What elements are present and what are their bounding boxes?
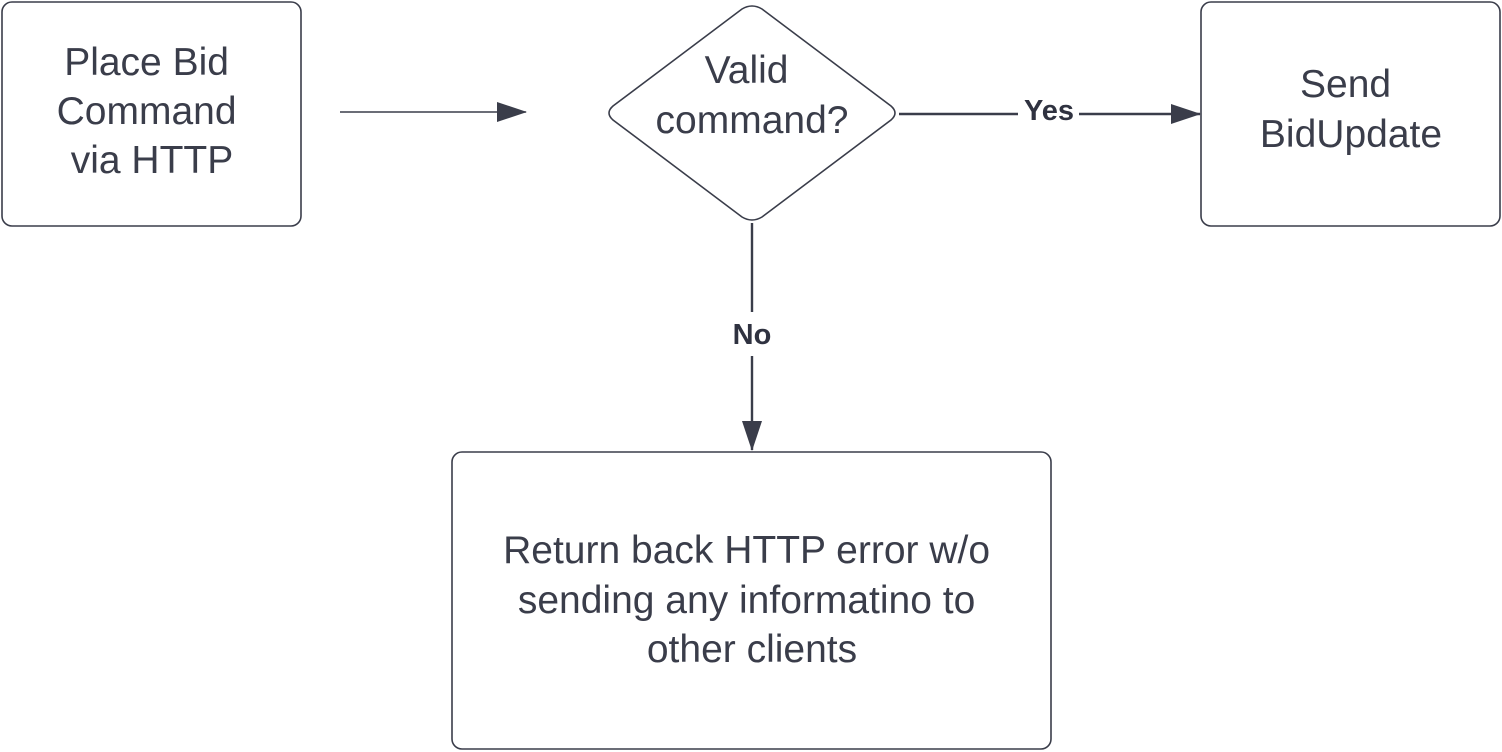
- place-bid-node: Place Bid Command via HTTP: [1, 1, 302, 227]
- place-bid-line-3: via HTTP: [71, 139, 234, 182]
- send-update-node: Send BidUpdate: [1200, 1, 1501, 227]
- error-line-2: sending any informatino to: [518, 579, 975, 622]
- decision-label: Valid command?: [656, 49, 849, 142]
- place-bid-line-1: Place Bid: [64, 41, 229, 84]
- edge-yes: Yes: [899, 95, 1201, 127]
- edge-no-label: No: [733, 319, 772, 351]
- error-label: Return back HTTP error w/o sending any i…: [503, 529, 1001, 671]
- send-update-line-2: BidUpdate: [1260, 113, 1442, 156]
- error-node: Return back HTTP error w/o sending any i…: [451, 451, 1052, 750]
- decision-line-1: Valid: [705, 49, 789, 92]
- error-box: [451, 451, 1052, 750]
- edge-yes-label: Yes: [1024, 95, 1074, 127]
- send-update-box: [1200, 1, 1501, 227]
- send-update-label: Send BidUpdate: [1260, 63, 1442, 156]
- send-update-line-1: Send: [1300, 63, 1391, 106]
- error-line-1: Return back HTTP error w/o: [503, 529, 990, 572]
- place-bid-label: Place Bid Command via HTTP: [57, 41, 248, 182]
- error-line-3: other clients: [647, 628, 857, 671]
- decision-diamond: [608, 5, 896, 221]
- place-bid-box: [1, 1, 302, 227]
- edge-no: No: [733, 223, 772, 451]
- place-bid-line-2: Command: [57, 90, 237, 133]
- decision-node: Valid command?: [608, 5, 896, 221]
- decision-line-2: command?: [656, 99, 849, 142]
